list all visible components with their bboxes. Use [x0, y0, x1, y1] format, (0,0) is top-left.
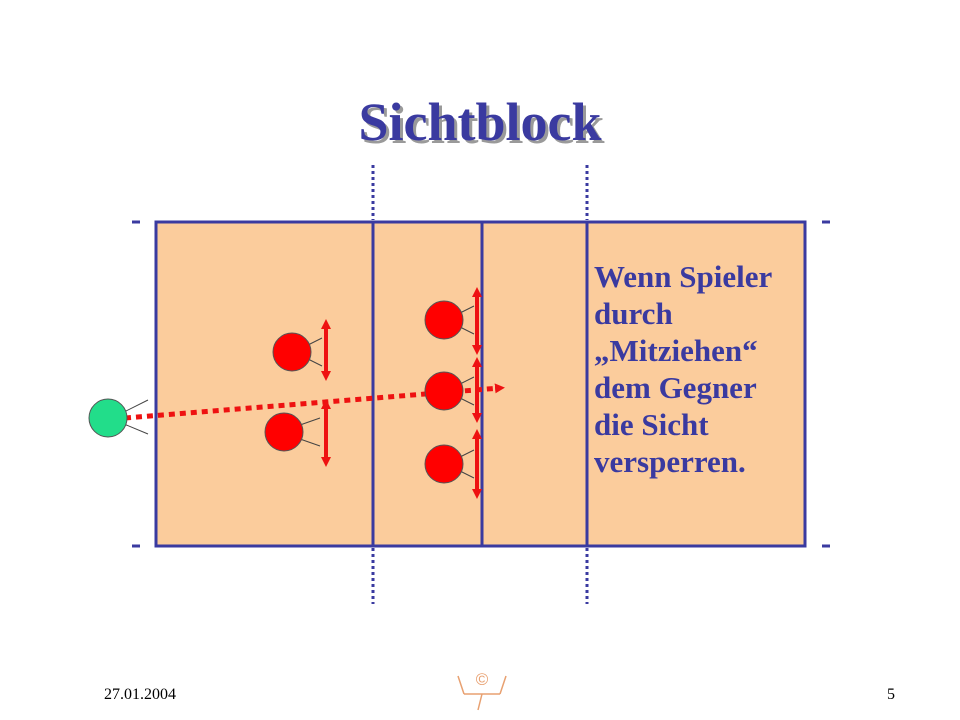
player-back-upper: [272, 332, 323, 372]
caption-line: versperren.: [594, 444, 746, 479]
caption-line: „Mitziehen“: [594, 333, 758, 368]
slide-date: 27.01.2004: [104, 686, 176, 703]
page-number: 5: [887, 686, 895, 703]
server-player: [88, 398, 149, 438]
caption-line: die Sicht: [594, 407, 709, 442]
slide-title: Sichtblock: [358, 92, 602, 152]
vc-logo-icon: ©: [452, 670, 512, 714]
player-net-bottom: [424, 444, 475, 484]
logo-text: ©: [475, 670, 489, 689]
player-net-top: [424, 300, 475, 340]
caption-line: durch: [594, 296, 673, 331]
explanation-text: Wenn Spieler durch „Mitziehen“ dem Gegne…: [594, 258, 804, 480]
caption-line: dem Gegner: [594, 370, 757, 405]
player-back-lower: [264, 412, 321, 452]
caption-line: Wenn Spieler: [594, 259, 773, 294]
player-net-middle: [424, 371, 475, 411]
